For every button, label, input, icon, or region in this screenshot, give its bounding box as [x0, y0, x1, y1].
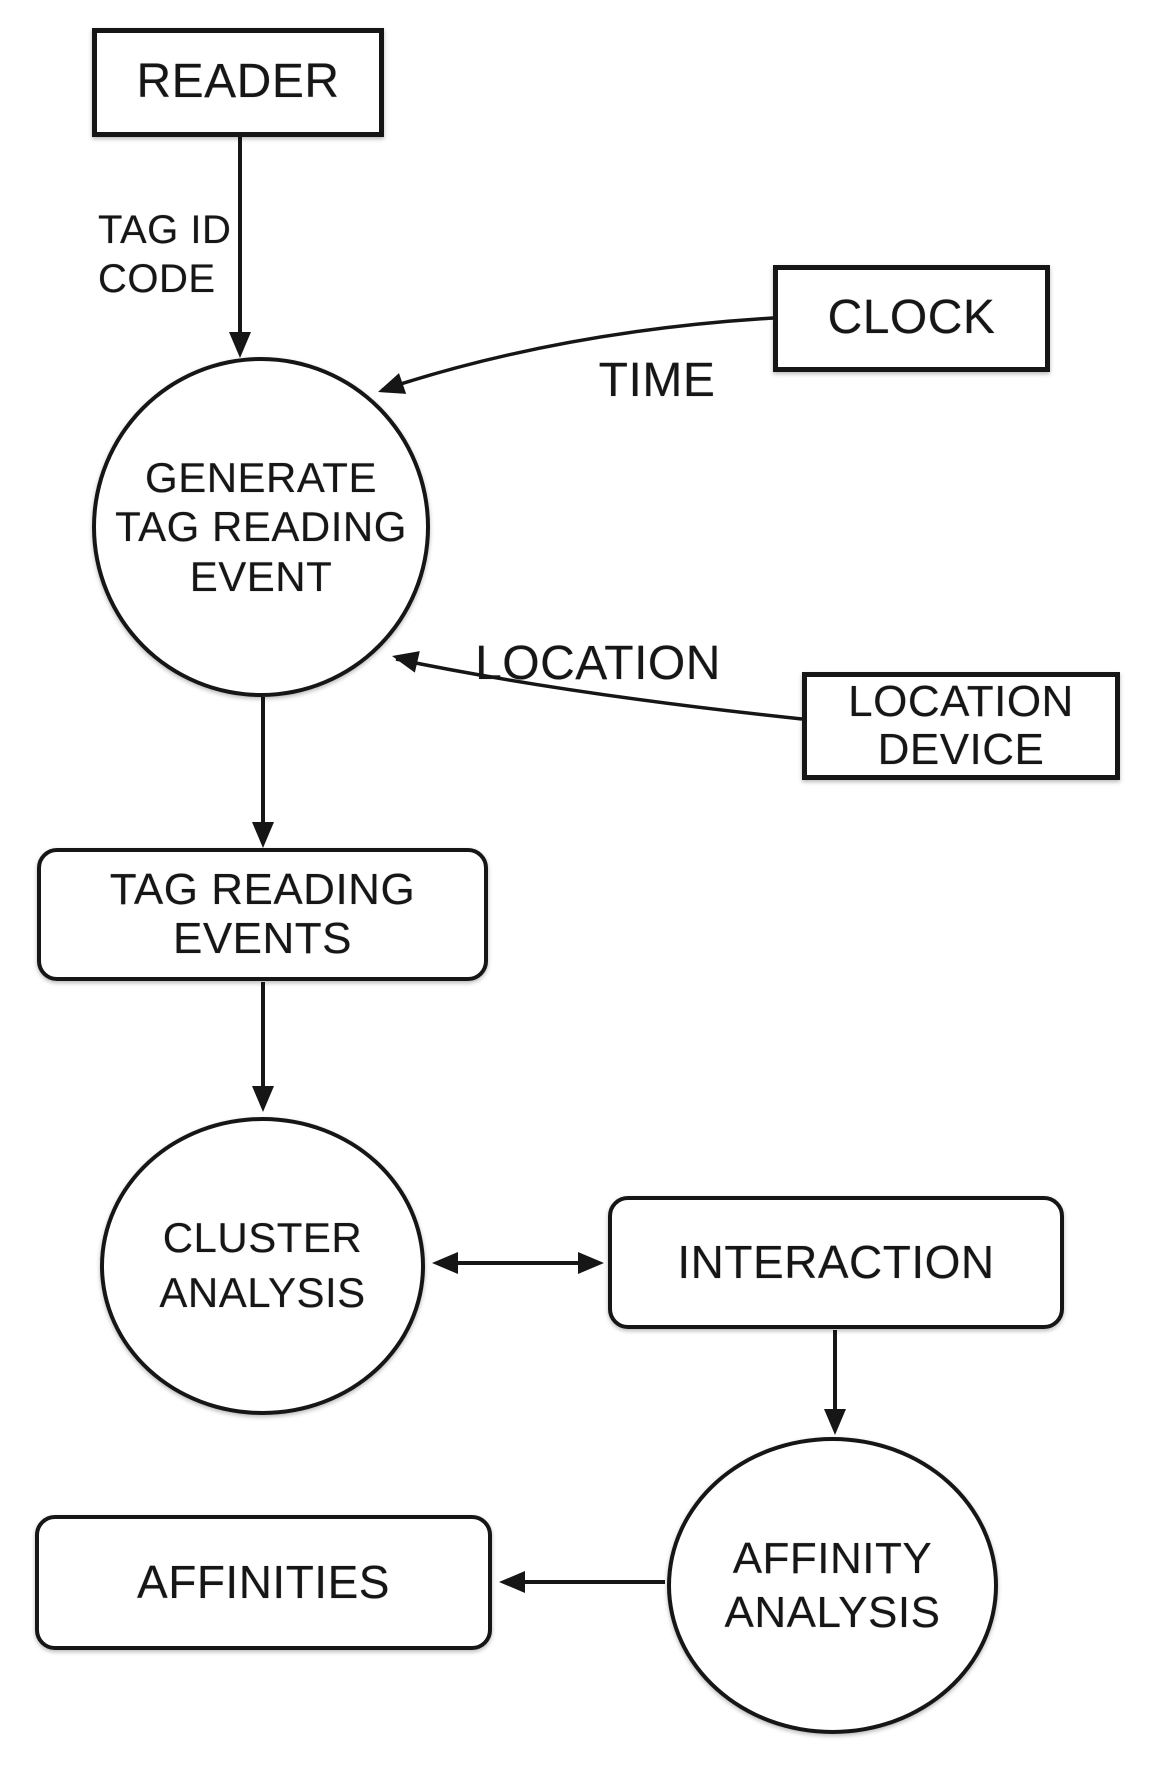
arrow-clock-to-generate — [378, 316, 774, 394]
node-reader-label: READER — [136, 55, 340, 109]
process-generate-label: GENERATE TAG READING EVENT — [115, 453, 407, 600]
store-interaction-label: INTERACTION — [677, 1236, 995, 1289]
arrow-tag-reading-events-to-cluster — [252, 982, 274, 1112]
node-reader: READER — [92, 28, 384, 137]
edge-label-tag-id-code: TAG ID CODE — [98, 208, 232, 301]
arrow-location-device-to-generate — [392, 651, 803, 721]
store-tag-reading-events: TAG READING EVENTS — [37, 848, 488, 981]
node-clock: CLOCK — [773, 265, 1050, 372]
store-tag-reading-events-label: TAG READING EVENTS — [109, 865, 416, 963]
process-affinity-analysis: AFFINITY ANALYSIS — [667, 1437, 998, 1734]
arrow-reader-to-generate — [229, 137, 251, 358]
edge-label-location: LOCATION — [475, 637, 721, 690]
process-affinity-label: AFFINITY ANALYSIS — [724, 1533, 941, 1637]
store-affinities: AFFINITIES — [35, 1515, 492, 1650]
arrow-generate-to-tag-reading-events — [252, 697, 274, 848]
node-location-device-label: LOCATION DEVICE — [848, 676, 1074, 774]
arrow-affinity-to-affinities — [499, 1571, 665, 1593]
arrow-cluster-interaction-two-way — [432, 1252, 604, 1274]
node-location-device: LOCATION DEVICE — [802, 672, 1120, 780]
process-generate-tag-reading-event: GENERATE TAG READING EVENT — [92, 357, 430, 697]
process-cluster-analysis: CLUSTER ANALYSIS — [100, 1117, 425, 1415]
store-affinities-label: AFFINITIES — [137, 1556, 390, 1609]
process-cluster-label: CLUSTER ANALYSIS — [159, 1214, 366, 1316]
node-clock-label: CLOCK — [827, 291, 996, 345]
arrow-interaction-to-affinity — [824, 1330, 846, 1435]
store-interaction: INTERACTION — [608, 1196, 1064, 1329]
edge-label-time: TIME — [598, 354, 716, 407]
